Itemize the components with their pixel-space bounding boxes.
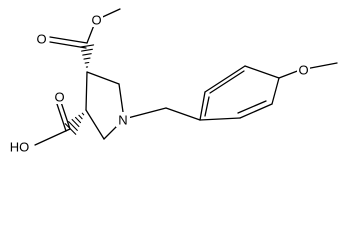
hashed-wedge-bond-acid [64, 112, 85, 135]
atom-label-ester-ether-o: O [91, 13, 101, 28]
hashed-wedge-bond-ester [79, 44, 95, 68]
aromatic-inner-bond-2 [209, 70, 245, 94]
molecule-structure: O O O HO N O [6, 8, 338, 155]
ester-carbonyl-double-bond-b [49, 41, 87, 49]
bond-c3-c2 [86, 71, 120, 85]
methyl-ester-group [49, 8, 121, 68]
bond-ring-methoxy-o [278, 69, 301, 79]
bond-ch2-ring [165, 107, 201, 121]
atom-label-ester-carbonyl-o: O [36, 32, 46, 47]
atom-label-ring-nitrogen: N [118, 113, 127, 128]
pyrrolidine-ring [85, 71, 125, 140]
atom-label-methoxy-o: O [298, 63, 308, 78]
carboxylic-acid-group [34, 101, 85, 146]
bond-n-ch2 [123, 107, 167, 120]
atom-label-acid-carbonyl-o: O [54, 90, 64, 105]
benzene-ring [199, 65, 280, 121]
atom-labels: O O O HO N O [6, 12, 310, 155]
bond-c3-c4 [85, 71, 88, 111]
bond-c5-c4 [85, 109, 105, 140]
ester-carbonyl-double-bond-a [49, 36, 88, 44]
acid-carbonyl-double-bond-b [56, 103, 67, 132]
acid-carbonyl-double-bond-a [60, 101, 71, 130]
aromatic-inner-bond-1 [237, 100, 267, 114]
atom-label-acid-hydroxyl: HO [10, 140, 30, 155]
bond-acid-c-oh [34, 128, 71, 146]
methoxybenzyl-group [123, 62, 338, 121]
aromatic-inner-bond-3 [204, 96, 210, 117]
